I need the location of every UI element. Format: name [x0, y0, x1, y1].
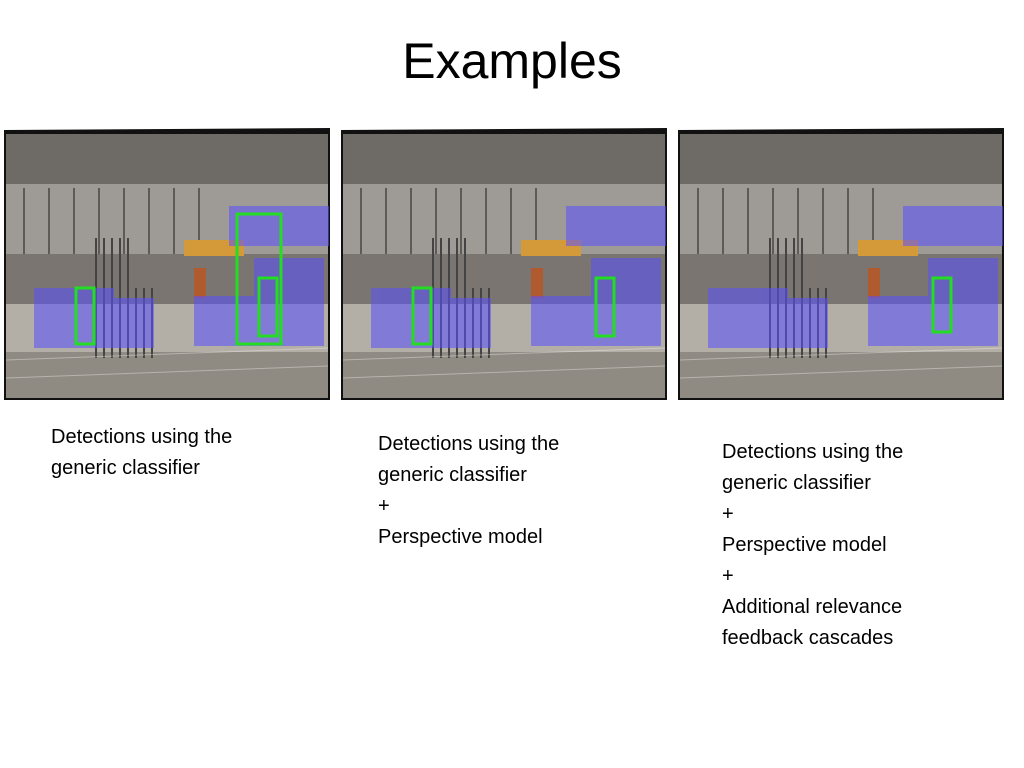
caption-line: generic classifier: [722, 472, 871, 494]
detection-box: [74, 286, 96, 346]
construction-scene-image-2: [341, 128, 667, 400]
caption-line: feedback cascades: [722, 627, 894, 649]
caption-line: Detections using the: [51, 426, 233, 448]
detection-box: [235, 212, 283, 346]
caption-3: Detections using the generic classifier …: [722, 437, 903, 654]
detection-box: [594, 276, 616, 338]
caption-line: Detections using the: [722, 441, 904, 463]
caption-2: Detections using the generic classifier …: [378, 429, 559, 553]
detection-box: [411, 286, 433, 346]
caption-line: generic classifier: [51, 457, 200, 479]
caption-line: generic classifier: [378, 464, 527, 486]
construction-scene-image-3: [678, 128, 1004, 400]
example-panel-3: [678, 128, 1004, 400]
caption-line: Detections using the: [378, 433, 560, 455]
detection-box: [931, 276, 953, 334]
caption-line: +: [722, 565, 734, 587]
example-panel-2: [341, 128, 667, 400]
caption-line: Perspective model: [378, 526, 543, 548]
example-panel-1: [4, 128, 330, 400]
caption-line: Perspective model: [722, 534, 887, 556]
detection-box: [257, 276, 279, 338]
construction-scene-image-1: [4, 128, 330, 400]
caption-1: Detections using the generic classifier: [51, 422, 232, 484]
caption-line: +: [722, 503, 734, 525]
caption-line: Additional relevance: [722, 596, 903, 618]
caption-line: +: [378, 495, 390, 517]
slide-title: Examples: [402, 33, 622, 89]
